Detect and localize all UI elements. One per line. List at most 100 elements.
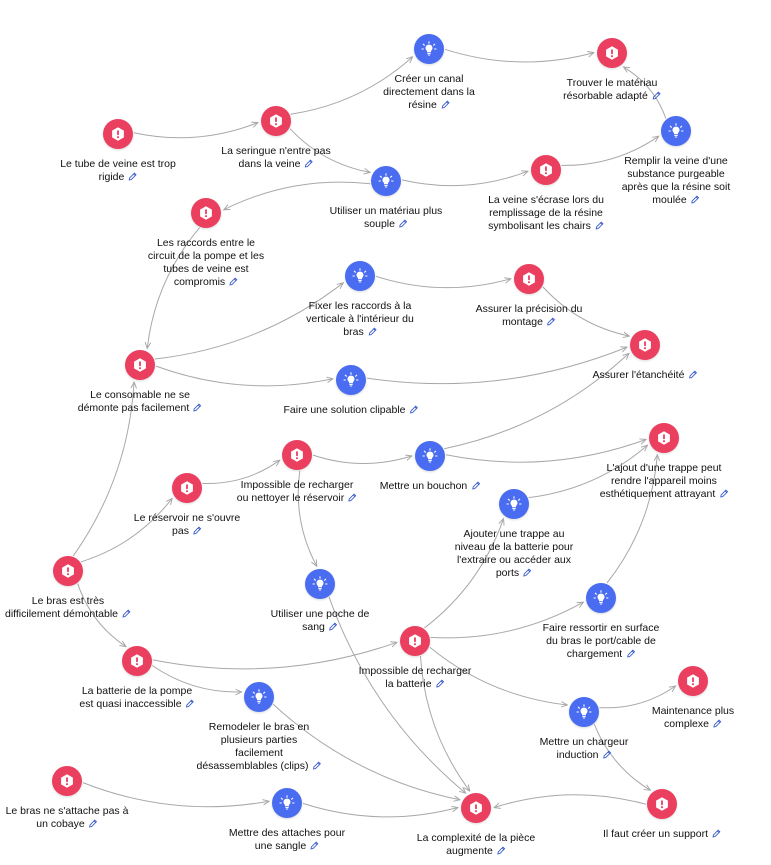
problem-node-n24[interactable] [678, 666, 708, 696]
node-label-line: ports [495, 567, 520, 579]
problem-node-n7[interactable] [531, 155, 561, 185]
pencil-icon[interactable] [595, 221, 604, 230]
exclamation-hexagon-icon [59, 773, 75, 789]
node-label-line: niveau de la batterie pour [454, 541, 574, 553]
pencil-icon[interactable] [523, 568, 532, 577]
pencil-icon[interactable] [89, 819, 98, 828]
problem-node-n16[interactable] [649, 423, 679, 453]
problem-node-n12[interactable] [125, 350, 155, 380]
edge-n19-n17 [80, 498, 172, 563]
node-label-line: Remodeler le bras en [208, 721, 310, 733]
problem-node-n2[interactable] [261, 106, 291, 136]
idea-node-n13[interactable] [336, 365, 366, 395]
exclamation-hexagon-icon [654, 796, 670, 812]
problem-node-n8[interactable] [191, 198, 221, 228]
pencil-icon[interactable] [310, 841, 319, 850]
idea-node-n18[interactable] [499, 489, 529, 519]
node-label-line: complexe [664, 718, 709, 730]
node-label-line: La complexité de la pièce [416, 832, 536, 844]
pencil-icon[interactable] [193, 403, 202, 412]
pencil-icon[interactable] [652, 91, 661, 100]
idea-node-n25[interactable] [244, 682, 274, 712]
lightbulb-icon [279, 795, 295, 811]
pencil-icon[interactable] [128, 172, 137, 181]
pencil-icon[interactable] [186, 699, 195, 708]
idea-node-n9[interactable] [345, 261, 375, 291]
node-label-line: compromis [173, 276, 226, 288]
node-label-line: chargement [566, 648, 623, 660]
idea-node-n5[interactable] [661, 116, 691, 146]
problem-node-n14[interactable] [282, 440, 312, 470]
pencil-icon[interactable] [626, 649, 635, 658]
lightbulb-icon [378, 173, 394, 189]
lightbulb-icon [421, 41, 437, 57]
pencil-icon[interactable] [436, 679, 445, 688]
node-label-line: Créer un canal [394, 73, 464, 85]
pencil-icon[interactable] [719, 489, 728, 498]
node-label-line: Utiliser une poche de [270, 608, 370, 620]
pencil-icon[interactable] [229, 277, 238, 286]
node-label-line: augmente [446, 845, 493, 857]
lightbulb-icon [422, 448, 438, 464]
pencil-icon[interactable] [441, 100, 450, 109]
pencil-icon[interactable] [547, 317, 556, 326]
node-label-line: induction [556, 749, 599, 761]
idea-node-n6[interactable] [371, 166, 401, 196]
pencil-icon[interactable] [603, 750, 612, 759]
idea-node-n15[interactable] [415, 441, 445, 471]
problem-node-n22[interactable] [400, 626, 430, 656]
pencil-icon[interactable] [193, 526, 202, 535]
node-label-line: Les raccords entre le [156, 237, 256, 249]
problem-node-n29[interactable] [461, 793, 491, 823]
pencil-icon[interactable] [712, 829, 721, 838]
pencil-icon[interactable] [368, 327, 377, 336]
pencil-icon[interactable] [313, 761, 322, 770]
idea-node-n21[interactable] [586, 583, 616, 613]
idea-node-n20[interactable] [305, 569, 335, 599]
node-label-line: Ajouter une trappe au [463, 528, 565, 540]
node-label-line: Il faut créer un support [602, 828, 709, 840]
pencil-icon[interactable] [497, 846, 506, 855]
idea-node-n28[interactable] [272, 788, 302, 818]
problem-node-n27[interactable] [52, 766, 82, 796]
problem-node-n4[interactable] [597, 38, 627, 68]
edge-n20-n29 [328, 596, 466, 793]
lightbulb-icon [312, 576, 328, 592]
node-label-line: est quasi inaccessible [79, 698, 182, 710]
pencil-icon[interactable] [713, 719, 722, 728]
node-label-line: ou nettoyer le réservoir [236, 492, 345, 504]
node-label-line: l'extraire ou accéder aux [456, 554, 572, 566]
pencil-icon[interactable] [688, 370, 697, 379]
problem-node-n1[interactable] [103, 119, 133, 149]
problem-node-n23[interactable] [122, 646, 152, 676]
pencil-icon[interactable] [691, 195, 700, 204]
pencil-icon[interactable] [304, 159, 313, 168]
problem-node-n19[interactable] [53, 556, 83, 586]
pencil-icon[interactable] [471, 481, 480, 490]
problem-node-n11[interactable] [630, 330, 660, 360]
idea-node-n26[interactable] [569, 697, 599, 727]
pencil-icon[interactable] [348, 493, 357, 502]
pencil-icon[interactable] [410, 405, 419, 414]
problem-node-n30[interactable] [647, 789, 677, 819]
edge-n8-n12 [147, 227, 200, 349]
problem-node-n10[interactable] [514, 264, 544, 294]
problem-node-n17[interactable] [172, 473, 202, 503]
idea-node-n3[interactable] [414, 34, 444, 64]
pencil-icon[interactable] [329, 622, 338, 631]
node-label-line: Le bras ne s'attache pas à [5, 805, 129, 817]
edge-n12-n13 [155, 365, 333, 387]
node-label-line: rigide [98, 171, 125, 183]
pencil-icon[interactable] [399, 219, 408, 228]
edge-n22-n29 [420, 655, 470, 791]
edge-n17-n14 [202, 460, 279, 484]
pencil-icon[interactable] [122, 609, 131, 618]
edge-n12-n9 [154, 283, 343, 360]
